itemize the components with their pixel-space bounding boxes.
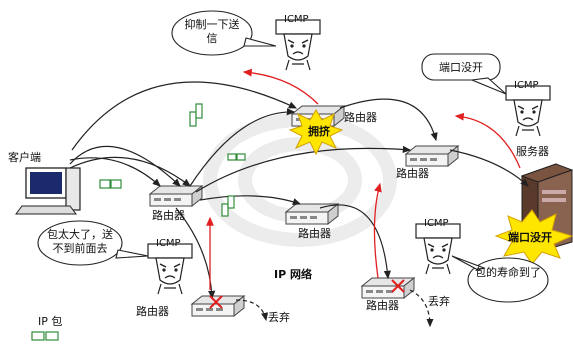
router-middle-icon — [286, 204, 338, 224]
discard-label-right: 丢弃 — [428, 296, 450, 308]
port-closed-burst-label: 端口没开 — [508, 232, 552, 244]
icmp-label-top: ICMP — [284, 14, 309, 25]
icmp-character-left-icon — [148, 244, 192, 294]
router-lower-right-icon — [362, 278, 414, 298]
icmp-character-server-icon — [506, 86, 550, 136]
router-right-icon — [406, 146, 458, 166]
server-label: 服务器 — [516, 146, 549, 158]
icmp-label-left: ICMP — [156, 238, 181, 249]
icmp-label-right: ICMP — [424, 218, 449, 229]
bubble-ttl-expired-text: 包的寿命到了 — [474, 266, 542, 280]
icmp-character-right-icon — [416, 224, 460, 274]
bubble-too-big-text: 包太大了，送不到前面去 — [44, 228, 116, 256]
router-right-label: 路由器 — [396, 168, 429, 180]
network-label: IP 网络 — [274, 266, 312, 282]
congestion-label: 拥挤 — [308, 126, 330, 138]
icmp-return-arrows — [210, 72, 520, 290]
router-lower-left-label: 路由器 — [136, 306, 169, 318]
discard-label-left: 丢弃 — [268, 312, 290, 324]
router-lower-right-label: 路由器 — [366, 300, 399, 312]
router-left-label: 路由器 — [152, 210, 185, 222]
router-left-icon — [150, 186, 202, 206]
client-label: 客户端 — [8, 152, 41, 164]
client-computer-icon — [16, 168, 80, 214]
router-middle-label: 路由器 — [298, 228, 331, 240]
router-top-label: 路由器 — [344, 112, 377, 124]
ip-packet-label: IP 包 — [38, 316, 62, 328]
bubble-port-closed-text: 端口没开 — [426, 61, 496, 75]
bubble-suppress-text: 抑制一下送信 — [180, 18, 244, 46]
icmp-label-server: ICMP — [514, 80, 539, 91]
icmp-character-top-icon — [276, 20, 320, 70]
